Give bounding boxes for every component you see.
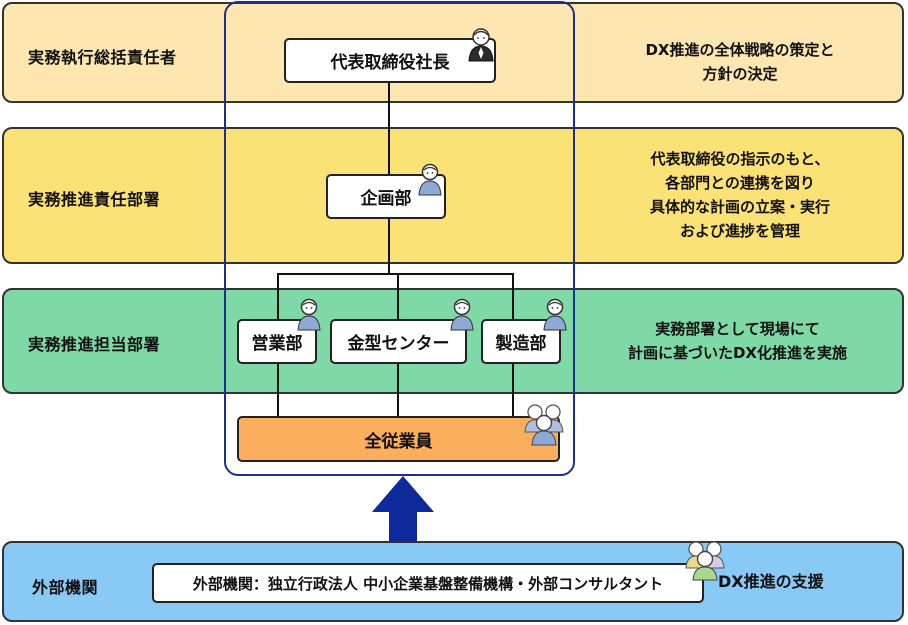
band-label-charge: 実務推進担当部署 [28,335,161,354]
person-icon [450,298,474,331]
desc-charge-line: 実務部署として現場にて [655,320,820,338]
band-label-external: 外部機関 [32,578,99,597]
person-icon [297,298,321,331]
connector-manufacturing-up [512,273,514,319]
connector-mold-down [397,364,399,417]
desc-executive-line: DX推進の全体戦略の策定と [645,41,835,59]
connector-sales-up [277,273,279,319]
all-staff-box: 全従業員 [237,416,560,462]
connector-manufacturing-down [512,364,514,417]
desc-promotion: 代表取締役の指示のもと、 各部門との連携を図り 具体的な計画の立案・実行 および… [600,147,880,243]
ceo-box: 代表取締役社長 [284,38,496,83]
band-label-executive: 実務執行総括責任者 [28,48,177,67]
desc-charge: 実務部署として現場にて 計画に基づいたDX化推進を実施 [585,317,890,365]
mold-center-box: 金型センター [330,319,467,364]
desc-charge-line: 計画に基づいたDX化推進を実施 [627,344,848,362]
person-icon [418,163,442,196]
desc-promotion-line: 具体的な計画の立案・実行 [649,198,830,216]
desc-external-line: DX推進の支援 [718,572,824,591]
band-label-promotion: 実務推進責任部署 [28,190,161,209]
band-promotion [2,127,904,264]
group-icon [685,541,725,581]
connector-sales-down [277,364,279,417]
desc-external: DX推進の支援 [718,570,824,594]
desc-promotion-line: および進捗を管理 [679,222,800,240]
person-icon [543,298,567,331]
connector-ceo-planning [388,82,390,174]
up-arrow-icon [372,476,434,542]
group-icon [524,404,564,446]
external-organization-box: 外部機関：独立行政法人 中小企業基盤整備機構・外部コンサルタント [152,563,704,603]
desc-executive-line: 方針の決定 [702,65,778,83]
desc-promotion-line: 代表取締役の指示のもと、 [650,150,830,168]
connector-planning-branch [388,218,390,274]
desc-promotion-line: 各部門との連携を図り [665,174,815,192]
connector-mold-up [397,273,399,319]
connector-branch-horizontal [277,273,514,275]
desc-executive: DX推進の全体戦略の策定と 方針の決定 [600,38,880,86]
person-tie-icon [468,28,494,62]
org-frame [224,1,575,476]
